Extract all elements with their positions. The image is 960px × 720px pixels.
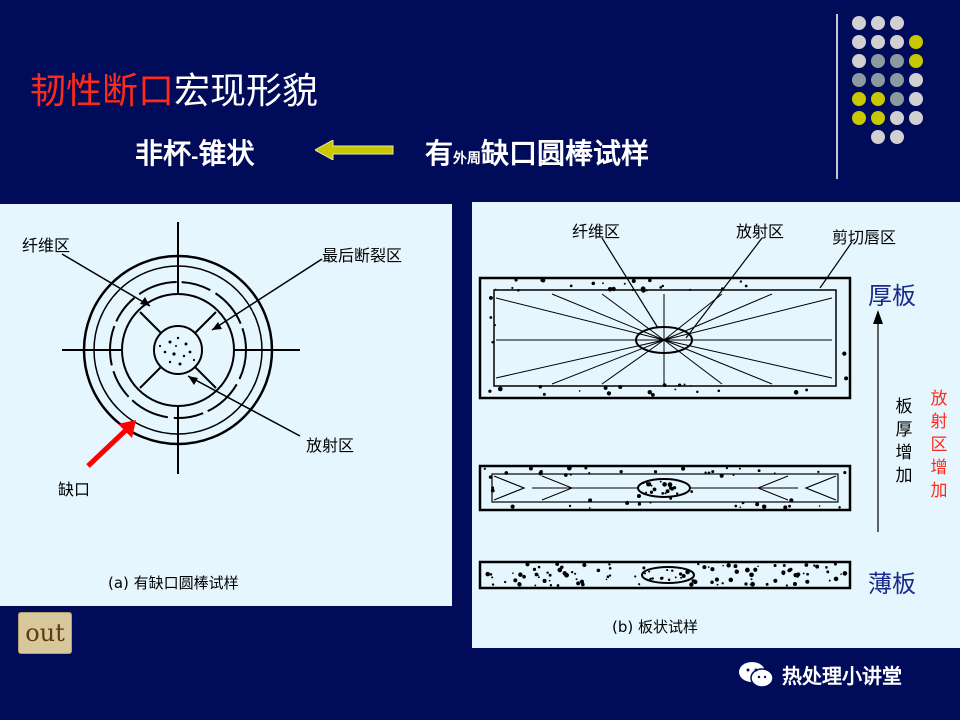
subtitle-right-small: 外周: [453, 151, 482, 167]
decorative-dots: [852, 16, 923, 144]
panel-notched-bar: 纤维区 最后断裂区 放射区 缺口 (a) 有缺口圆棒试样: [0, 204, 452, 606]
plate-specimen-diagram: [478, 237, 883, 590]
wechat-icon: [739, 661, 774, 688]
subtitle-right-a: 有: [425, 137, 454, 170]
wechat-account-name: 热处理小讲堂: [782, 664, 902, 688]
label-notch: 缺口: [58, 480, 91, 499]
caption-b: (b) 板状试样: [612, 618, 698, 636]
subtitle-left-dash: -: [191, 147, 199, 168]
subtitle-left-end: 锥状: [198, 137, 255, 170]
slide-title: 韧性断口宏现形貌: [30, 62, 318, 114]
subtitle-left-main: 非杯: [135, 137, 192, 170]
label-fiber-zone-b: 纤维区: [572, 222, 621, 241]
label-thin-plate: 薄板: [868, 570, 916, 598]
subtitle-left: 非杯-锥状: [135, 132, 255, 172]
out-button[interactable]: out: [18, 612, 72, 654]
wechat-watermark: 热处理小讲堂: [738, 660, 902, 689]
label-final-fracture: 最后断裂区: [322, 246, 403, 265]
left-arrow-icon: [315, 140, 394, 160]
panel-plate-specimen: 纤维区 放射区 剪切唇区 厚板 薄板 板厚增加 放射区增加 (b) 板状试样: [472, 202, 960, 648]
label-shear-lip: 剪切唇区: [832, 228, 897, 247]
label-thick-plate: 厚板: [868, 282, 916, 310]
notched-bar-diagram: [61, 222, 323, 474]
label-radial-increase: 放射区增加: [930, 389, 948, 501]
caption-a: (a) 有缺口圆棒试样: [108, 574, 239, 592]
divider-line: [836, 14, 838, 179]
title-white: 宏现形貌: [174, 71, 319, 112]
label-radial-zone-b: 放射区: [736, 222, 785, 241]
subtitle-right: 有外周缺口圆棒试样: [425, 132, 649, 172]
label-thickness-increase: 板厚增加: [895, 397, 913, 486]
label-radial-zone: 放射区: [306, 436, 355, 455]
subtitle-right-b: 缺口圆棒试样: [481, 137, 650, 170]
label-fiber-zone: 纤维区: [22, 236, 71, 255]
title-red: 韧性断口: [30, 71, 175, 112]
